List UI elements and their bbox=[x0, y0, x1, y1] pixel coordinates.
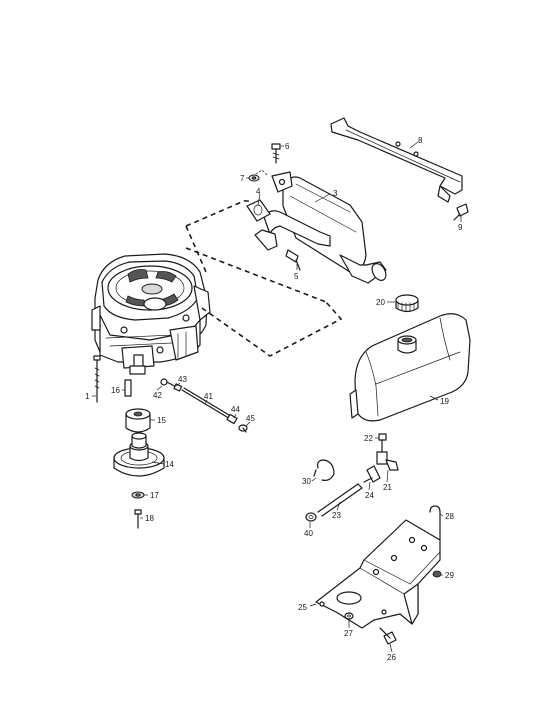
pulley-washer bbox=[131, 491, 145, 499]
callout-8: 8 bbox=[418, 136, 423, 145]
pulley-bolt bbox=[134, 509, 142, 529]
fuel-filter bbox=[363, 465, 381, 483]
hose-clamp bbox=[313, 459, 335, 481]
j-bolt bbox=[429, 505, 441, 541]
shaft-spacer bbox=[124, 379, 132, 397]
callout-9: 9 bbox=[458, 223, 463, 232]
callout-43: 43 bbox=[178, 375, 187, 384]
callout-5: 5 bbox=[294, 272, 299, 281]
callout-40: 40 bbox=[304, 529, 313, 538]
washer bbox=[248, 169, 269, 182]
callout-44: 44 bbox=[231, 405, 240, 414]
engine-mount-plate bbox=[315, 519, 441, 629]
engine bbox=[91, 253, 211, 375]
plate-nut bbox=[344, 612, 354, 620]
callout-29: 29 bbox=[445, 571, 454, 580]
muffler-bolt bbox=[285, 249, 301, 271]
fuel-tank bbox=[349, 313, 471, 422]
hose-elbow bbox=[305, 512, 317, 522]
drive-pulley-upper bbox=[125, 408, 151, 433]
bracket-bolt bbox=[271, 143, 281, 164]
callout-1: 1 bbox=[85, 392, 90, 401]
callout-26: 26 bbox=[387, 653, 396, 662]
fuel-fitting bbox=[376, 433, 399, 471]
callout-3: 3 bbox=[333, 189, 338, 198]
j-bolt-nut bbox=[432, 570, 442, 578]
callout-21: 21 bbox=[383, 483, 392, 492]
callout-labels: 1 3 4 5 6 7 8 9 14 15 16 17 18 19 20 21 … bbox=[85, 136, 463, 662]
fuel-hose bbox=[317, 483, 363, 517]
callout-27: 27 bbox=[344, 629, 353, 638]
callout-4: 4 bbox=[256, 187, 261, 196]
callout-15: 15 bbox=[157, 416, 166, 425]
callout-14: 14 bbox=[165, 460, 174, 469]
callout-41: 41 bbox=[204, 392, 213, 401]
callout-7: 7 bbox=[240, 174, 245, 183]
callout-23: 23 bbox=[332, 511, 341, 520]
muffler bbox=[254, 171, 387, 284]
callout-19: 19 bbox=[440, 397, 449, 406]
dashed-assembly-outline bbox=[185, 200, 343, 357]
support-bracket bbox=[330, 117, 469, 221]
fuel-cap bbox=[395, 294, 419, 313]
drive-pulley-lower bbox=[113, 432, 165, 477]
callout-20: 20 bbox=[376, 298, 385, 307]
callout-17: 17 bbox=[150, 491, 159, 500]
callout-42: 42 bbox=[153, 391, 162, 400]
throttle-linkage bbox=[160, 378, 248, 433]
leader-lines bbox=[92, 141, 462, 653]
callout-16: 16 bbox=[111, 386, 120, 395]
callout-30: 30 bbox=[302, 477, 311, 486]
callout-24: 24 bbox=[365, 491, 374, 500]
callout-28: 28 bbox=[445, 512, 454, 521]
callout-6: 6 bbox=[285, 142, 290, 151]
plate-bolt bbox=[379, 627, 397, 645]
callout-22: 22 bbox=[364, 434, 373, 443]
callout-45: 45 bbox=[246, 414, 255, 423]
callout-25: 25 bbox=[298, 603, 307, 612]
callout-18: 18 bbox=[145, 514, 154, 523]
engine-bolt bbox=[93, 355, 101, 403]
